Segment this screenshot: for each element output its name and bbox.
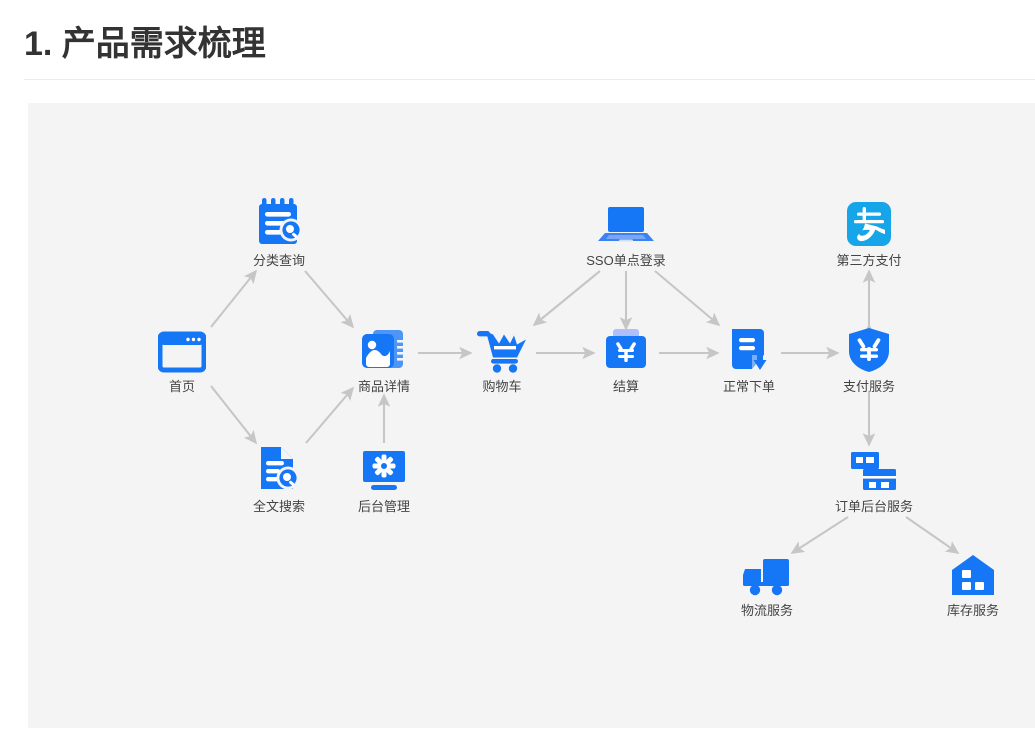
notepad-search-icon <box>219 198 339 247</box>
server-rack-icon <box>814 445 934 493</box>
node-category-query[interactable]: 分类查询 <box>219 198 339 269</box>
shopping-cart-icon <box>442 325 562 373</box>
edge-sso-order <box>654 270 721 327</box>
node-label: 物流服务 <box>740 603 793 618</box>
node-checkout[interactable]: 结算 <box>566 325 686 395</box>
edge-orderback-inventory <box>905 516 960 554</box>
shield-yen-icon <box>809 325 929 373</box>
alipay-icon <box>809 199 929 247</box>
node-label: 库存服务 <box>946 603 999 618</box>
node-sso-login[interactable]: SSO单点登录 <box>566 199 686 269</box>
title-divider <box>24 79 1035 80</box>
node-label: 结算 <box>612 379 639 394</box>
diagram-canvas: 首页 分类查询 <box>28 103 1035 728</box>
order-download-icon <box>689 325 809 373</box>
node-normal-order[interactable]: 正常下单 <box>689 325 809 395</box>
node-label: 全文搜索 <box>252 499 305 514</box>
node-label: 商品详情 <box>357 379 410 394</box>
node-payment-service[interactable]: 支付服务 <box>809 325 929 395</box>
node-label: 订单后台服务 <box>834 499 913 514</box>
node-label: 后台管理 <box>357 499 410 514</box>
node-label: 正常下单 <box>722 379 775 394</box>
node-label: 支付服务 <box>842 379 895 394</box>
node-product-detail[interactable]: 商品详情 <box>324 325 444 395</box>
document-search-icon <box>219 445 339 493</box>
node-home[interactable]: 首页 <box>122 325 242 395</box>
edge-home-fulltext <box>210 385 258 445</box>
node-backend-management[interactable]: 后台管理 <box>324 445 444 515</box>
node-logistics-service[interactable]: 物流服务 <box>707 549 827 619</box>
browser-window-icon <box>122 325 242 373</box>
warehouse-icon <box>913 549 1033 597</box>
node-order-backend-service[interactable]: 订单后台服务 <box>814 445 934 515</box>
edge-category-detail <box>304 270 355 329</box>
laptop-icon <box>566 199 686 247</box>
node-label: 分类查询 <box>252 253 305 268</box>
node-label: 第三方支付 <box>836 253 902 268</box>
node-label: 首页 <box>168 379 195 394</box>
delivery-truck-icon <box>707 549 827 597</box>
edge-sso-cart <box>532 270 601 327</box>
node-shopping-cart[interactable]: 购物车 <box>442 325 562 395</box>
image-stack-icon <box>324 325 444 373</box>
page-title: 1. 产品需求梳理 <box>24 25 266 63</box>
node-thirdparty-payment[interactable]: 第三方支付 <box>809 199 929 269</box>
edge-orderback-logistics <box>790 516 849 554</box>
node-fulltext-search[interactable]: 全文搜索 <box>219 445 339 515</box>
monitor-gear-icon <box>324 445 444 493</box>
node-label: SSO单点登录 <box>586 253 666 268</box>
yen-box-icon <box>566 325 686 373</box>
diagram-edges <box>210 269 960 554</box>
edge-home-category <box>210 269 258 328</box>
node-inventory-service[interactable]: 库存服务 <box>913 549 1033 619</box>
node-label: 购物车 <box>482 379 522 394</box>
edge-fulltext-detail <box>305 386 355 444</box>
